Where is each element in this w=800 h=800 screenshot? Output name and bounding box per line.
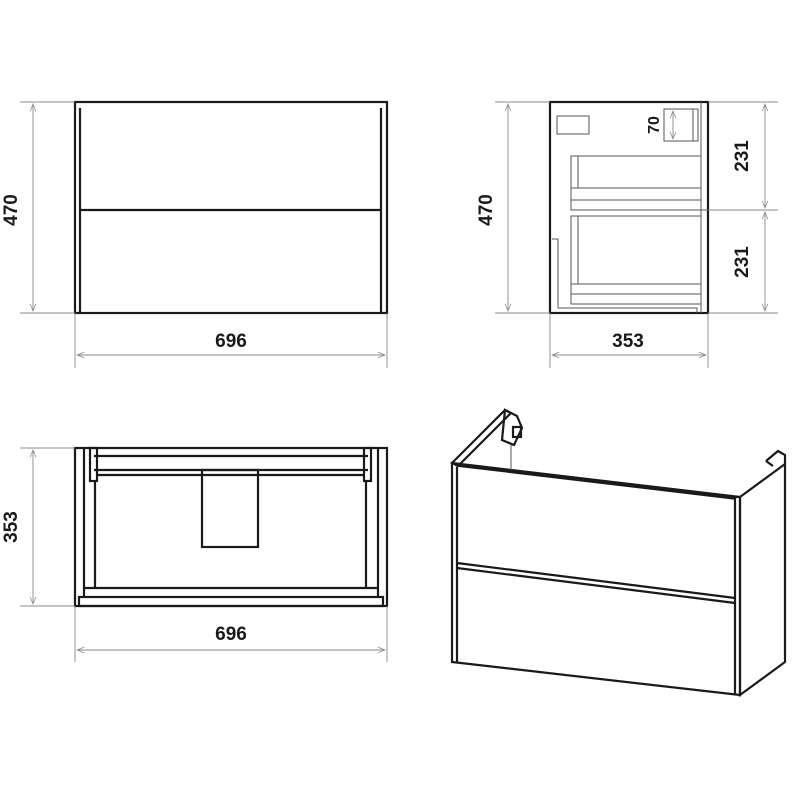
lower-drawer-height-label: 231 bbox=[732, 246, 753, 278]
top-width-label: 696 bbox=[215, 624, 247, 645]
front-outline bbox=[73, 100, 389, 315]
front-height-label: 470 bbox=[1, 194, 22, 226]
front-width-label: 696 bbox=[215, 331, 247, 352]
lower-drawer-box bbox=[570, 215, 702, 305]
side-height-label: 470 bbox=[476, 194, 497, 226]
siphon-cutout bbox=[200, 468, 260, 549]
side-outline bbox=[548, 100, 710, 315]
top-view: 353 696 bbox=[1, 446, 389, 662]
upper-drawer-box bbox=[570, 155, 702, 211]
rail-detail bbox=[663, 108, 699, 142]
front-view: 470 696 bbox=[1, 100, 389, 368]
left-rail bbox=[88, 446, 99, 483]
right-rail bbox=[362, 446, 373, 483]
iso-right-side bbox=[738, 461, 787, 698]
side-view: 70 470 231 231 353 bbox=[476, 100, 778, 368]
top-outline bbox=[73, 446, 389, 608]
isometric-view bbox=[450, 408, 787, 698]
upper-drawer-height-label: 231 bbox=[732, 140, 753, 172]
detail-70-label: 70 bbox=[646, 116, 663, 134]
top-depth-label: 353 bbox=[1, 511, 22, 543]
side-depth-label: 353 bbox=[612, 331, 644, 352]
iso-front-face bbox=[450, 461, 742, 697]
mounting-bracket bbox=[556, 115, 590, 135]
iso-drawer-divider bbox=[456, 561, 736, 600]
